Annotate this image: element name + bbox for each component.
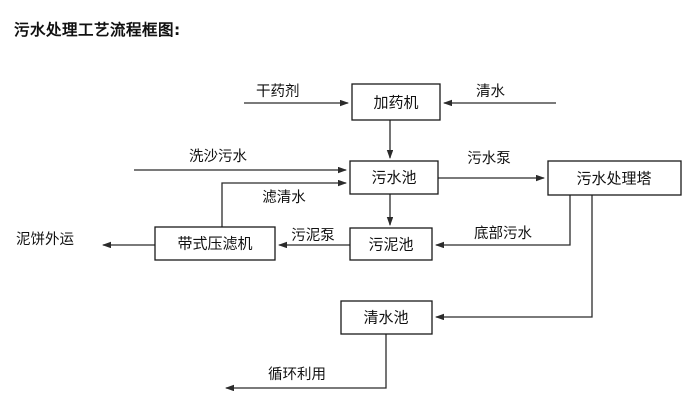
edge-filtered-water-to-sewage-pool (221, 179, 347, 227)
edge-label-sludge-pump: 污泥泵 (291, 227, 335, 244)
node-sewage-pool[interactable]: 污水池 (349, 160, 439, 195)
node-sludge-pool[interactable]: 污泥池 (349, 227, 433, 261)
edge-label-bottom-sewage: 底部污水 (474, 225, 532, 242)
terminal-label-clean-water-input: 清水 (476, 83, 505, 100)
edge-tower-to-sludge-pool (435, 195, 571, 249)
page-title: 污水处理工艺流程框图: (14, 21, 181, 39)
edge-clear-pool-recycle (225, 334, 387, 392)
terminal-label-dry-chemical: 干药剂 (256, 83, 300, 100)
edge-label-sewage-pump: 污水泵 (467, 150, 511, 167)
node-label-belt-filter-press: 带式压滤机 (177, 235, 252, 253)
node-treatment-tower[interactable]: 污水处理塔 (547, 160, 682, 196)
edge-label-filtered-water: 滤清水 (262, 189, 306, 206)
edge-label-recycle-reuse: 循环利用 (268, 366, 326, 383)
node-label-sludge-pool: 污泥池 (368, 236, 413, 254)
node-label-clear-water-pool: 清水池 (363, 309, 408, 327)
edge-label-sand-wash-sewage: 洗沙污水 (189, 148, 247, 165)
edge-tower-to-clear-pool (435, 195, 593, 321)
terminal-label-mud-cake-output: 泥饼外运 (16, 231, 74, 248)
node-label-dosing-machine: 加药机 (373, 94, 418, 112)
node-belt-filter-press[interactable]: 带式压滤机 (154, 226, 276, 261)
node-label-sewage-pool: 污水池 (371, 169, 416, 187)
node-clear-water-pool[interactable]: 清水池 (340, 300, 433, 335)
node-label-treatment-tower: 污水处理塔 (576, 170, 651, 188)
node-dosing-machine[interactable]: 加药机 (351, 83, 441, 121)
